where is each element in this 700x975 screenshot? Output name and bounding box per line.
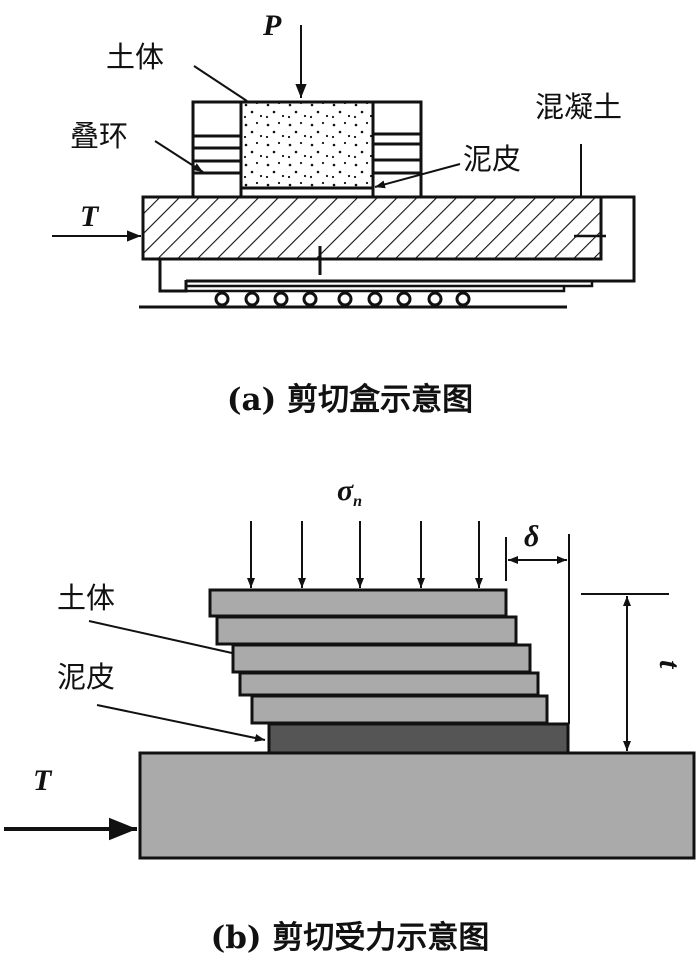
panel-a-caption: (a) 剪切盒示意图: [227, 382, 473, 418]
concrete-base-block: [138, 751, 696, 860]
roller: [367, 291, 383, 307]
shear-force-t-label-b: T: [33, 764, 53, 797]
roller: [244, 291, 260, 307]
sliding-plate-middle: [186, 282, 594, 288]
roller: [214, 291, 230, 307]
sliding-plate-bottom: [186, 286, 566, 293]
soil-layers: [208, 588, 549, 725]
mud-skin-label: 泥皮: [463, 142, 521, 176]
stacked-rings-right: [371, 100, 423, 199]
roller: [455, 291, 471, 307]
soil-leader-line-b: [88, 620, 233, 654]
concrete-block: [141, 195, 603, 261]
panel-b-caption: (b) 剪切受力示意图: [211, 920, 490, 956]
stacked-rings-label: 叠环: [70, 119, 128, 153]
soil-layer: [208, 588, 508, 618]
soil-layer: [250, 694, 549, 725]
stacked-rings-leader-line: [154, 140, 204, 173]
roller: [427, 291, 443, 307]
mud-skin-label-b: 泥皮: [57, 660, 115, 694]
soil-layer: [215, 615, 518, 646]
soil-layer: [231, 643, 532, 674]
soil-layer: [238, 671, 540, 697]
mud-skin-leader-line: [374, 163, 461, 189]
soil-label: 土体: [106, 40, 164, 74]
mud-skin-layer-b: [267, 722, 570, 755]
roller: [396, 291, 412, 307]
panel-a-shear-box: P: [52, 9, 636, 418]
soil-label-b: 土体: [57, 581, 115, 615]
mud-skin-leader-line-b: [96, 704, 266, 742]
displacement-label: δ: [524, 520, 539, 553]
load-p-label: P: [262, 9, 282, 42]
normal-stress-label: σn: [337, 474, 362, 510]
roller: [273, 291, 289, 307]
roller: [337, 291, 353, 307]
concrete-label: 混凝土: [535, 90, 622, 124]
roller-bearings: [214, 291, 471, 307]
thickness-label: t: [653, 660, 686, 670]
soil-leader-line: [193, 65, 248, 102]
stacked-rings-left: [191, 100, 243, 199]
normal-stress-arrows: [247, 521, 483, 588]
roller: [302, 291, 318, 307]
panel-b-shear-forces: σn δ t 土体 泥皮: [4, 474, 696, 956]
lower-box-frame-left: [158, 259, 188, 293]
shear-force-t-label: T: [80, 200, 100, 233]
soil-sample: [239, 100, 375, 190]
